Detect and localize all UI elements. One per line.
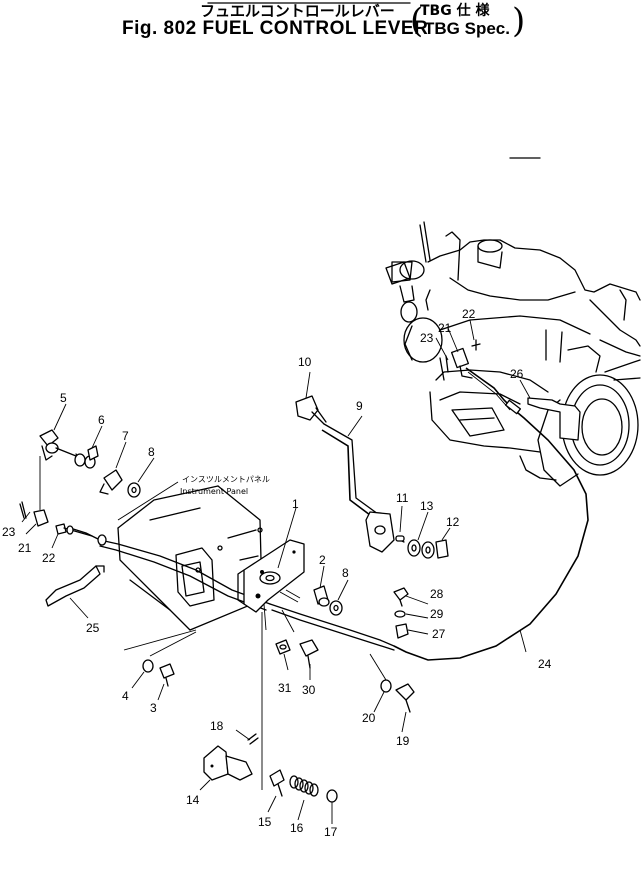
lower-parts	[123, 612, 338, 803]
callout-24: 24	[538, 657, 552, 671]
callout-23-left: 23	[2, 525, 16, 539]
callout-7: 7	[122, 429, 129, 443]
left-parts	[19, 429, 141, 607]
joint-5	[39, 429, 59, 447]
callout-11: 11	[396, 491, 409, 505]
callout-19: 19	[396, 734, 410, 748]
callout-22-upper: 22	[462, 307, 476, 321]
callout-1: 1	[292, 497, 299, 511]
callout-21-left: 21	[18, 541, 32, 555]
callout-26: 26	[510, 367, 524, 381]
spring-16	[289, 775, 319, 797]
washer-6a	[74, 453, 86, 467]
part-7	[103, 469, 123, 491]
callout-9: 9	[356, 399, 363, 413]
callout-21-upper: 21	[438, 321, 452, 335]
callout-28: 28	[430, 587, 444, 601]
callout-22-left: 22	[42, 551, 56, 565]
pin-23-left	[19, 501, 27, 519]
knob-10	[295, 395, 319, 421]
nut-12b	[435, 539, 449, 559]
callout-10: 10	[298, 355, 312, 369]
washer-17	[326, 789, 338, 803]
callout-17: 17	[324, 825, 338, 839]
fuel-control-cable	[69, 367, 589, 661]
cable-clamp-upper	[450, 347, 470, 369]
pin-11	[395, 535, 405, 542]
callout-23-upper: 23	[420, 331, 434, 345]
callout-14: 14	[186, 793, 200, 807]
clip-18	[247, 733, 259, 745]
callout-18: 18	[210, 719, 224, 733]
pin-23-upper	[439, 355, 449, 381]
bolt-3-head	[159, 663, 175, 679]
bolt-28	[393, 587, 409, 601]
instrument-panel-label-jp: インスツルメントパネル	[182, 475, 270, 484]
left-paren: (	[410, 1, 424, 41]
figure-title: Fig. 802 FUEL CONTROL LEVER	[122, 18, 429, 39]
callout-12: 12	[446, 515, 460, 529]
callout-30: 30	[302, 683, 316, 697]
bracket-25	[45, 565, 101, 607]
callout-8-left: 8	[148, 445, 155, 459]
callout-3: 3	[150, 701, 157, 715]
callout-31: 31	[278, 681, 292, 695]
bolt-15	[269, 769, 285, 787]
callout-5: 5	[60, 391, 67, 405]
instrument-panel-label-en: Instrument Panel	[180, 487, 248, 496]
cable-end-14	[203, 745, 229, 781]
callout-29: 29	[430, 607, 444, 621]
clamp-27	[395, 623, 409, 639]
callout-13: 13	[420, 499, 434, 513]
lever-9	[321, 429, 375, 519]
bolt-22-upper	[471, 339, 481, 351]
callout-20: 20	[362, 711, 376, 725]
callout-15: 15	[258, 815, 272, 829]
engine-block	[385, 221, 641, 487]
washer-20	[380, 679, 392, 693]
callout-numbers: 10 10 9 5 6 7 8 23 21 22 25 1 2 8 11 13 …	[2, 307, 552, 839]
callout-4: 4	[122, 689, 129, 703]
callout-6: 6	[98, 413, 105, 427]
callout-2: 2	[319, 553, 326, 567]
washer-29	[394, 610, 406, 618]
instrument-panel-leader	[117, 481, 179, 521]
engine-side-fittings	[439, 339, 481, 381]
leader-lines	[21, 319, 531, 824]
bolt-22-left	[55, 523, 67, 535]
callout-25: 25	[86, 621, 100, 635]
title-japanese: フュエルコントロールレバー	[200, 2, 395, 20]
washer-4	[142, 659, 154, 673]
spec-english: TBG Spec.	[424, 19, 510, 38]
spec-japanese: TBG 仕 様	[420, 3, 490, 19]
callout-16: 16	[290, 821, 304, 835]
right-paren: )	[512, 1, 526, 41]
bolt-30-head	[299, 639, 319, 657]
bolt-19-head	[395, 683, 415, 701]
callout-27: 27	[432, 627, 446, 641]
swivel-21-left	[33, 509, 49, 527]
callout-8-lower: 8	[342, 566, 349, 580]
bracket-26	[527, 397, 581, 441]
